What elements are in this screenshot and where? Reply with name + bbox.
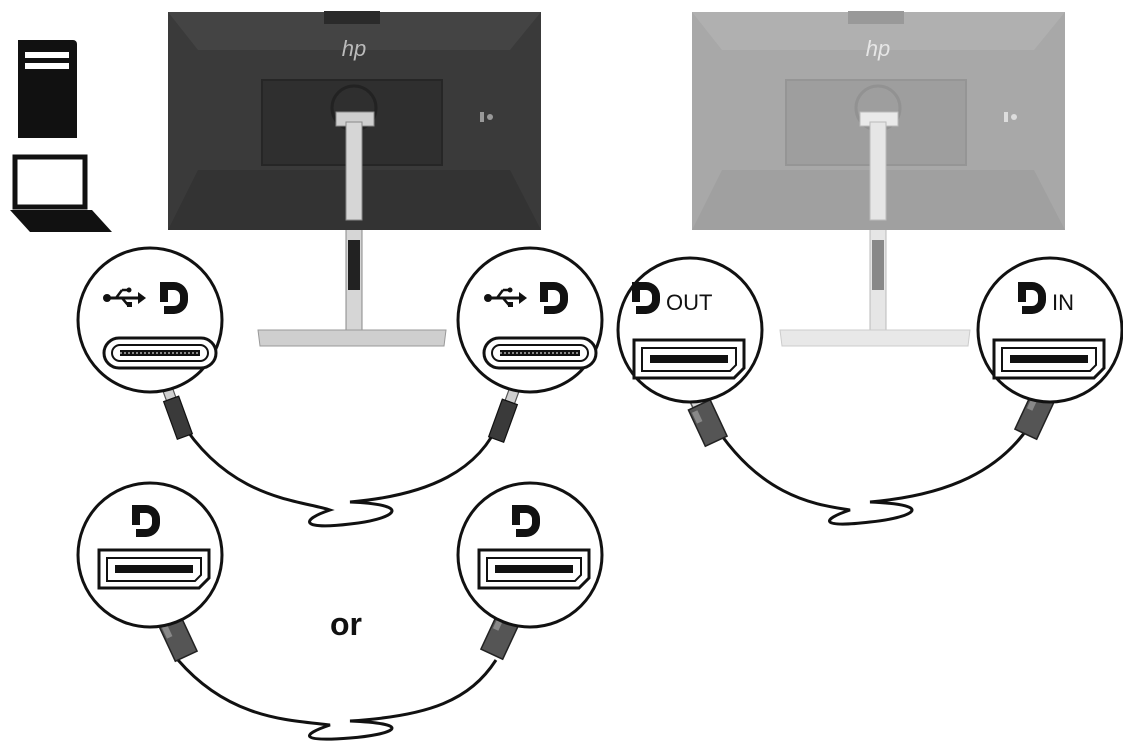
usbc-callout-right bbox=[456, 246, 604, 394]
hp-logo: hp bbox=[342, 36, 366, 61]
cable-dp-daisy bbox=[708, 417, 1032, 526]
cable-usbc bbox=[178, 419, 502, 528]
dp-callout-left bbox=[76, 481, 224, 629]
hp-logo-secondary: hp bbox=[866, 36, 890, 61]
displayport-port bbox=[97, 548, 211, 590]
usbc-port bbox=[102, 336, 218, 370]
secondary-monitor: hp bbox=[692, 11, 1065, 347]
laptop-icon bbox=[10, 154, 112, 232]
displayport-port bbox=[477, 548, 591, 590]
dp-in-callout: IN bbox=[976, 256, 1123, 404]
dp-callout-right bbox=[456, 481, 604, 629]
displayport-port bbox=[632, 338, 746, 380]
cable-dp-bottom bbox=[176, 659, 498, 741]
usbc-port bbox=[482, 336, 598, 370]
dp-in-label: IN bbox=[1052, 290, 1074, 315]
primary-monitor: hp bbox=[168, 11, 541, 347]
or-label: or bbox=[330, 606, 362, 642]
dp-out-callout: OUT bbox=[616, 256, 764, 404]
dp-out-label: OUT bbox=[666, 290, 712, 315]
displayport-port bbox=[992, 338, 1106, 380]
usbc-callout-left bbox=[76, 246, 224, 394]
desktop-tower-icon bbox=[18, 40, 77, 138]
